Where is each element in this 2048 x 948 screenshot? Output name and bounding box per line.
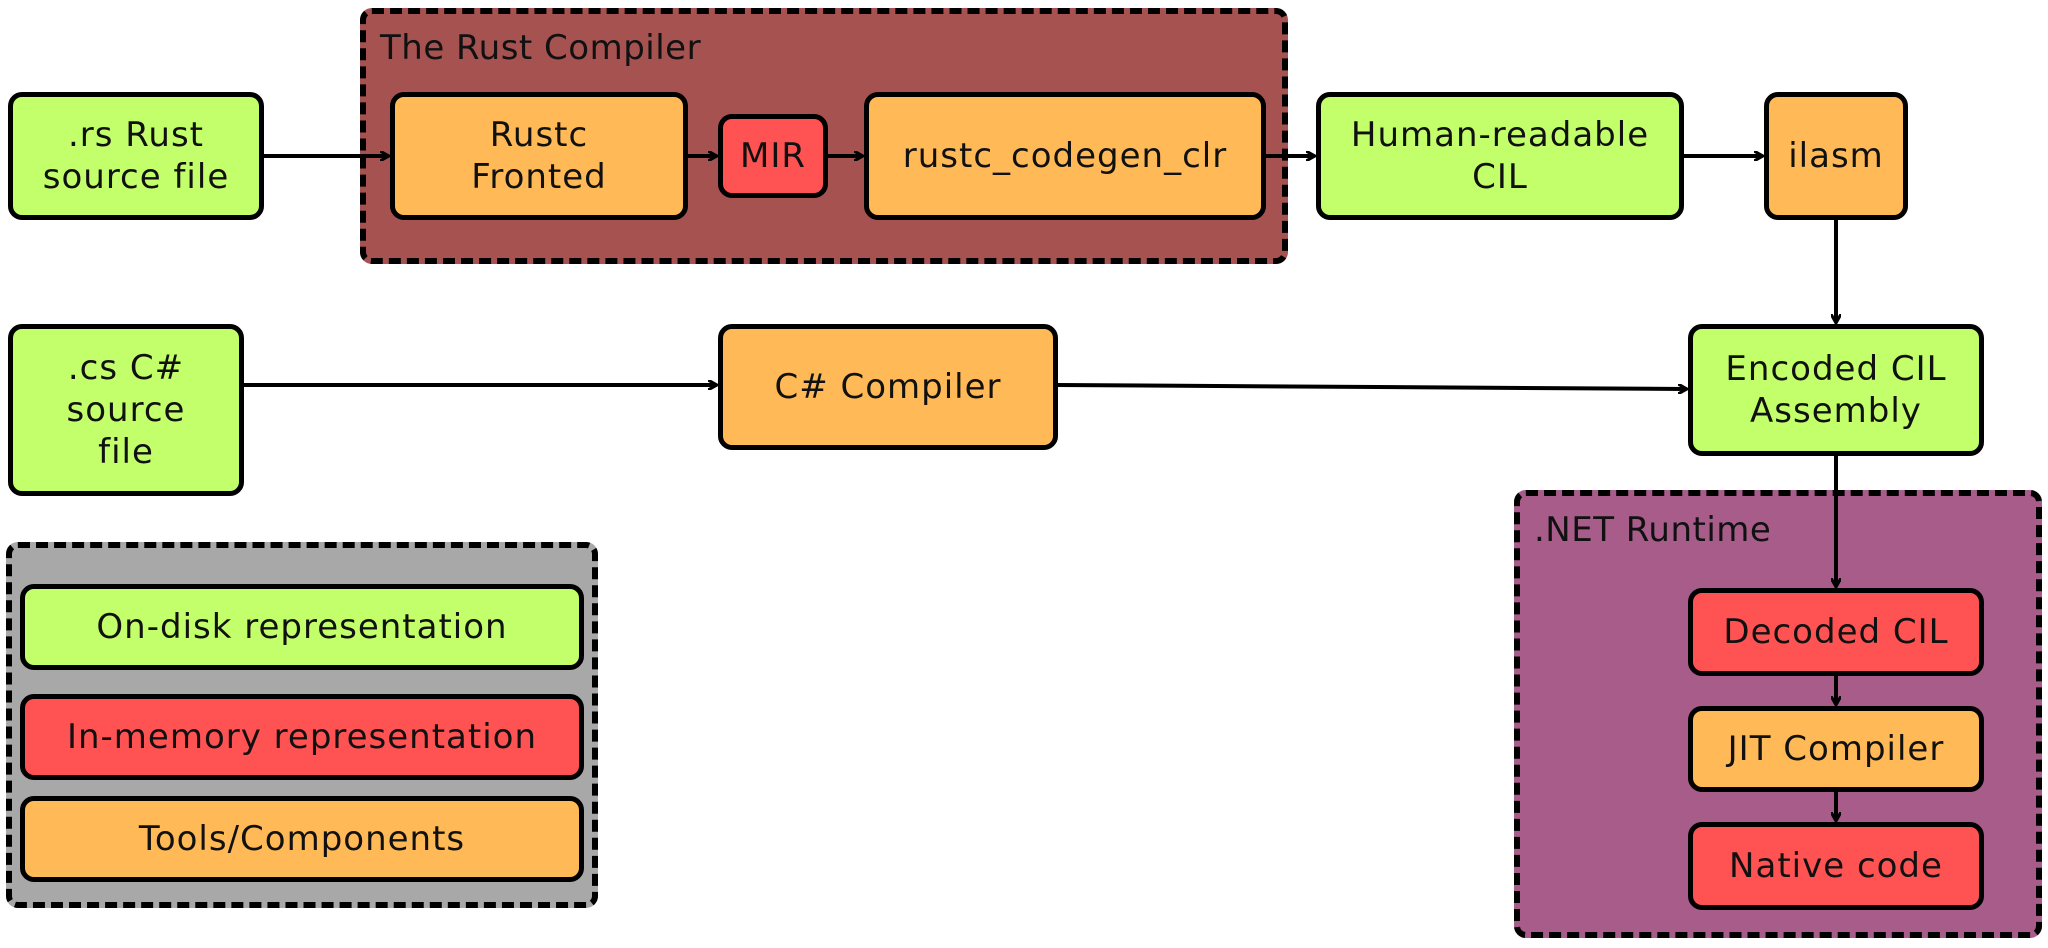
- native-code-node: Native code: [1688, 822, 1984, 910]
- legend-tools: Tools/Components: [20, 796, 584, 882]
- jit-compiler-node: JIT Compiler: [1688, 706, 1984, 792]
- rust-compiler-group-title: The Rust Compiler: [380, 28, 702, 68]
- rust-compiler-group-border: [360, 8, 1288, 264]
- legend-group-border: [6, 542, 598, 908]
- codegen-clr-node: rustc_codegen_clr: [864, 92, 1266, 220]
- dotnet-runtime-group-title: .NET Runtime: [1534, 510, 1772, 550]
- rustc-frontend-node: Rustc Fronted: [390, 92, 688, 220]
- legend-on-disk: On-disk representation: [20, 584, 584, 670]
- arrow-compiler-to-encoded: [1057, 383, 1686, 389]
- encoded-cil-node: Encoded CIL Assembly: [1688, 324, 1984, 456]
- cs-source-node: .cs C# source file: [8, 324, 244, 496]
- cs-compiler-node: C# Compiler: [718, 324, 1058, 450]
- dotnet-runtime-group-border: [1514, 490, 2042, 938]
- human-readable-cil-node: Human-readable CIL: [1316, 92, 1684, 220]
- rs-source-node: .rs Rust source file: [8, 92, 264, 220]
- legend-in-memory: In-memory representation: [20, 694, 584, 780]
- mir-node: MIR: [718, 114, 828, 198]
- ilasm-node: ilasm: [1764, 92, 1908, 220]
- decoded-cil-node: Decoded CIL: [1688, 588, 1984, 676]
